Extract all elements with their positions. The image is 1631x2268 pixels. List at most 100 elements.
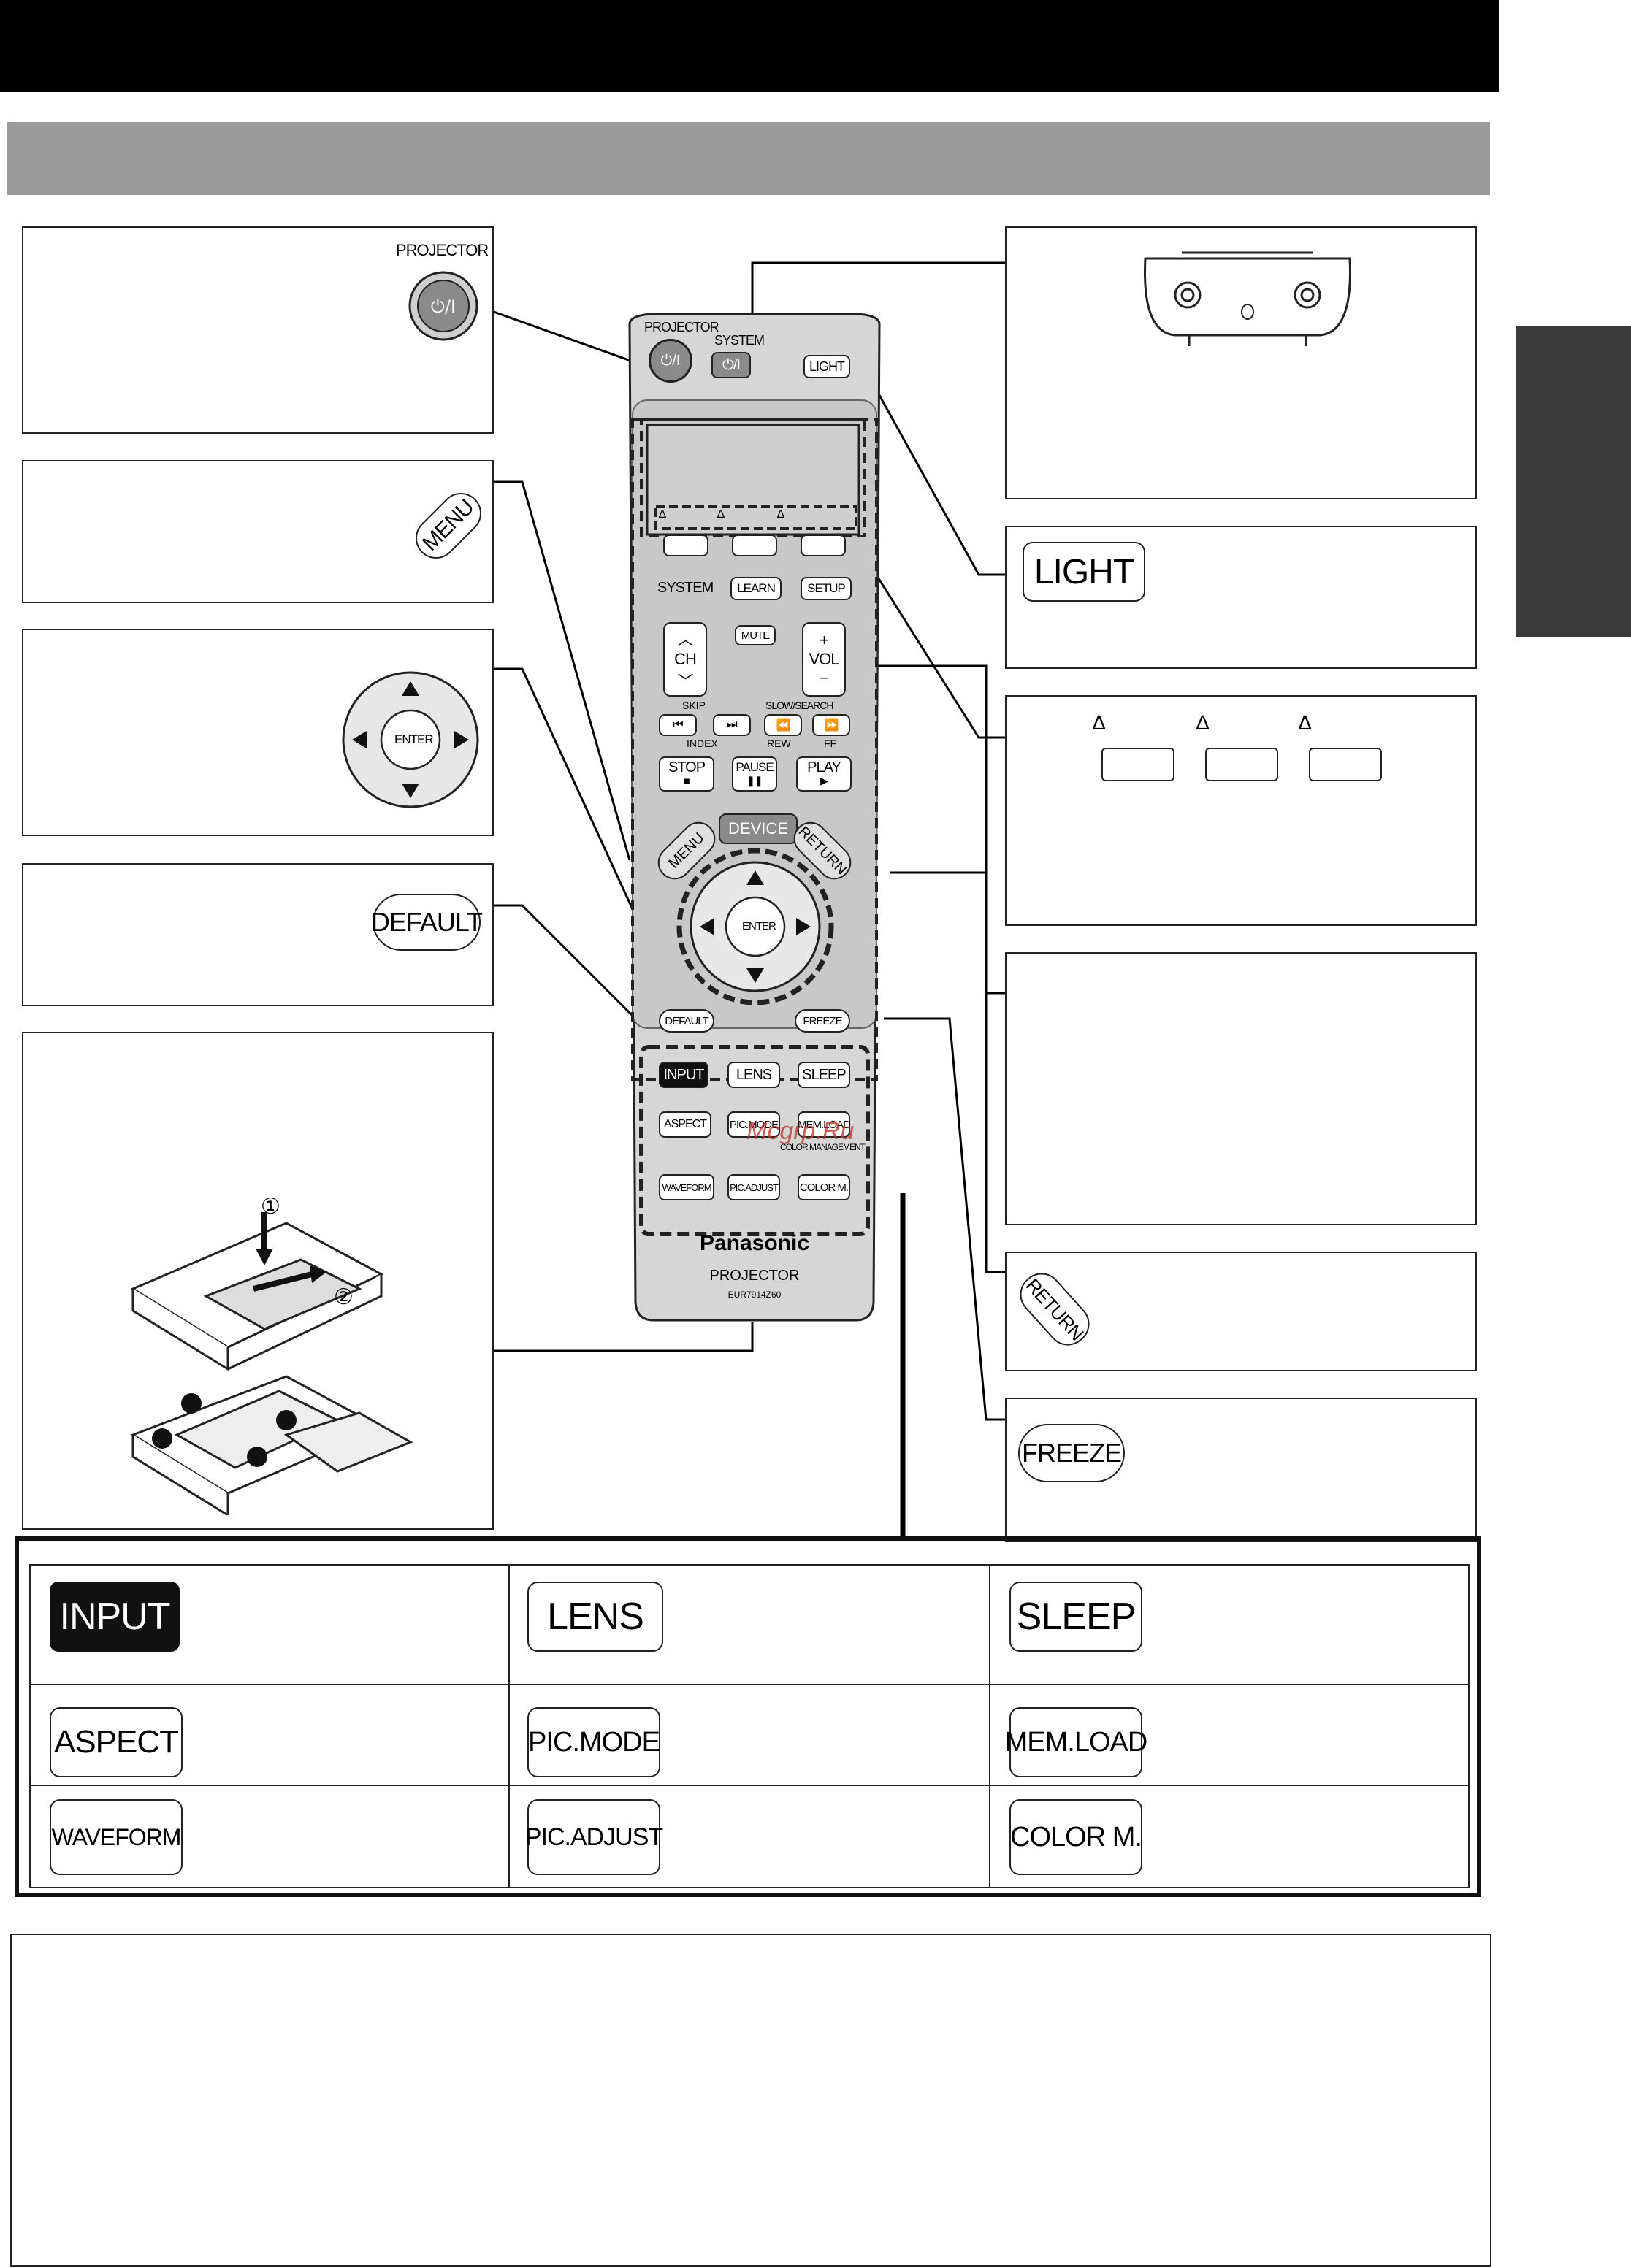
waveform-button[interactable]: WAVEFORM (659, 1174, 714, 1200)
menu-key-label: MENU (418, 495, 479, 556)
pause-button[interactable]: PAUSE❚❚ (732, 756, 777, 792)
freeze-button-label: FREEZE (803, 1014, 842, 1027)
input-button-label: INPUT (663, 1066, 705, 1083)
system-bar-label: SYSTEM (657, 580, 714, 596)
freeze-key-illustration[interactable]: FREEZE (1018, 1424, 1125, 1482)
table-mem-load-key: MEM.LOAD (1005, 1707, 1147, 1777)
table-sleep-key: SLEEP (1009, 1582, 1142, 1652)
color-m-button[interactable]: COLOR M. (798, 1174, 850, 1200)
menu-callout: MENU (22, 460, 494, 603)
remote-system-label: SYSTEM (714, 333, 765, 348)
arrow-pad-icon[interactable] (337, 667, 484, 813)
table-divider (508, 1566, 510, 1887)
power-button-icon[interactable]: ⏻/I (403, 266, 484, 346)
aspect-button-label: ASPECT (663, 1118, 707, 1130)
light-callout: LIGHT (1005, 526, 1477, 669)
mute-button[interactable]: MUTE (735, 625, 776, 645)
volume-rocker[interactable]: + VOL − (802, 622, 846, 697)
table-pic-adjust-key-label: PIC.ADJUST (524, 1823, 663, 1851)
watermark: Mcgrp.Ru (746, 1117, 855, 1145)
waveform-button-label: WAVEFORM (662, 1181, 711, 1193)
play-button[interactable]: PLAY▶ (796, 756, 852, 792)
stop-button[interactable]: STOP■ (659, 756, 714, 792)
pic-mode-button-label: PIC.MODE (729, 1118, 779, 1131)
default-key-illustration[interactable]: DEFAULT (370, 894, 483, 951)
default-button[interactable]: DEFAULT (659, 1009, 714, 1033)
soft-keys-callout: ∆ ∆ ∆ (1005, 695, 1477, 926)
function-buttons-table: INPUT LENS SLEEP ASPECT PIC.MODE MEM.LOA… (29, 1564, 1470, 1888)
channel-up-icon: ︿ (677, 630, 693, 648)
chapter-side-tab (1516, 326, 1631, 637)
step-2-marker: ② (334, 1285, 354, 1309)
skip-label: SKIP (682, 700, 706, 711)
table-waveform-key: WAVEFORM (50, 1799, 183, 1875)
soft-key-1[interactable] (1101, 748, 1174, 781)
pause-icon: ❚❚ (746, 775, 763, 786)
remote-soft-key-2[interactable] (732, 535, 777, 556)
remote-top-view-illustration (1144, 251, 1351, 346)
skip-back-button[interactable]: ⏮ (659, 714, 697, 736)
mem-load-button-label: MEM.LOAD (798, 1118, 851, 1131)
skip-forward-button[interactable]: ⏭ (713, 714, 751, 736)
projector-power-button[interactable]: ⏻/I (649, 339, 692, 383)
default-callout: DEFAULT (22, 863, 494, 1006)
freeze-button[interactable]: FREEZE (795, 1009, 850, 1033)
skip-back-icon: ⏮ (673, 719, 683, 731)
skip-forward-icon: ⏭ (727, 719, 737, 731)
light-button[interactable]: LIGHT (803, 355, 850, 378)
table-input-key: INPUT (50, 1582, 180, 1652)
step-1-marker: ① (261, 1195, 280, 1219)
brand-logo: Panasonic (699, 1231, 810, 1255)
remote-soft-indicator-1: ∆ (659, 508, 666, 521)
sleep-button-label: SLEEP (802, 1066, 846, 1083)
channel-rocker[interactable]: ︿ CH ﹀ (663, 622, 707, 697)
sleep-button[interactable]: SLEEP (798, 1062, 850, 1088)
remote-projector-label: PROJECTOR (644, 320, 719, 334)
remote-soft-key-1[interactable] (663, 535, 708, 556)
enter-button[interactable]: ENTER (742, 920, 776, 932)
stop-icon: ■ (684, 775, 690, 786)
fast-forward-button[interactable]: ⏩ (812, 714, 850, 736)
freeze-callout: FREEZE (1005, 1398, 1477, 1542)
table-pic-adjust-key: PIC.ADJUST (524, 1799, 663, 1875)
table-divider (31, 1684, 1470, 1685)
fast-forward-icon: ⏩ (824, 719, 839, 732)
setup-button-label: SETUP (807, 581, 846, 595)
device-button[interactable]: DEVICE (719, 813, 798, 844)
system-power-button[interactable]: ⏻/I (711, 352, 751, 378)
play-button-label: PLAY (807, 759, 841, 775)
table-pic-mode-key-label: PIC.MODE (528, 1726, 660, 1758)
return-key-illustration[interactable]: RETURN (1011, 1264, 1099, 1355)
mem-load-button[interactable]: MEM.LOAD (798, 1111, 851, 1138)
battery-installation-illustration (130, 1212, 413, 1515)
setup-button[interactable]: SETUP (801, 577, 852, 600)
soft-key-2-indicator: ∆ (1196, 711, 1210, 734)
aspect-button[interactable]: ASPECT (659, 1111, 711, 1138)
default-key-label: DEFAULT (370, 907, 483, 937)
light-key-illustration[interactable]: LIGHT (1023, 542, 1145, 602)
svg-text:⏻/I: ⏻/I (431, 296, 456, 317)
remote-soft-key-3[interactable] (801, 535, 846, 556)
lens-button[interactable]: LENS (727, 1062, 780, 1088)
table-aspect-key-label: ASPECT (53, 1724, 179, 1760)
table-mem-load-key-label: MEM.LOAD (1004, 1726, 1148, 1758)
rew-label: REW (767, 738, 791, 749)
color-management-label: COLOR MANAGEMENT (780, 1142, 866, 1152)
pic-adjust-button[interactable]: PIC.ADJUST (727, 1174, 780, 1200)
rewind-button[interactable]: ⏪ (764, 714, 802, 736)
pic-mode-button[interactable]: PIC.MODE (727, 1111, 780, 1138)
return-key-label: RETURN (1021, 1273, 1088, 1344)
model-number: EUR7914Z60 (727, 1290, 782, 1300)
notes-box (10, 1934, 1491, 2267)
rewind-icon: ⏪ (776, 719, 791, 732)
table-lens-key: LENS (527, 1582, 663, 1652)
menu-key-illustration[interactable]: MENU (407, 484, 490, 567)
learn-button[interactable]: LEARN (730, 577, 782, 600)
soft-key-2[interactable] (1205, 748, 1278, 781)
soft-key-3[interactable] (1309, 748, 1382, 781)
soft-key-3-indicator: ∆ (1299, 711, 1312, 734)
pic-adjust-button-label: PIC.ADJUST (730, 1181, 779, 1193)
soft-key-1-indicator: ∆ (1093, 711, 1106, 734)
input-button[interactable]: INPUT (659, 1062, 708, 1088)
index-label: INDEX (687, 738, 718, 749)
